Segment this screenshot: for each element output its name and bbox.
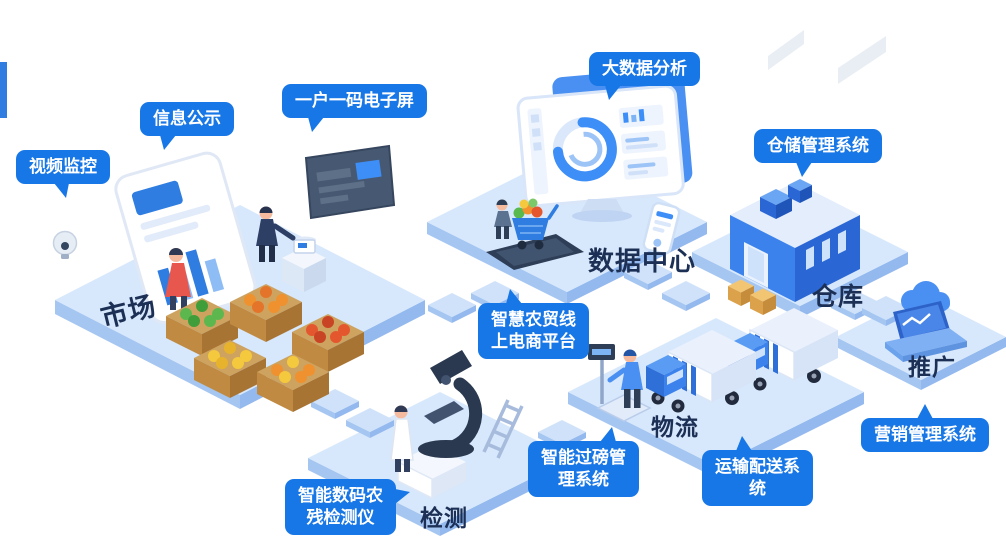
callout-marketing-mgmt-system: 营销管理系统 [861, 403, 989, 453]
truck-left [646, 330, 756, 413]
platform-label-warehouse: 仓库 [812, 283, 865, 311]
connector-stones [311, 260, 910, 450]
callout-info-disclosure: 信息公示 [140, 102, 234, 151]
produce-crates [166, 284, 364, 412]
ecommerce-cart [486, 198, 584, 270]
callout-household-code-screen: 一户一码电子屏 [282, 84, 427, 133]
warehouse-building [728, 179, 860, 315]
camera-dome [52, 230, 78, 259]
callout-weighing-mgmt-system: 智能过磅管理系统 [528, 426, 639, 498]
datacenter-tablet [642, 201, 681, 255]
ladder [482, 399, 524, 459]
callout-transport-delivery-system: 运输配送系统 [702, 435, 813, 507]
platform-label-datacenter: 数据中心 [588, 246, 697, 276]
left-edge-accent [0, 62, 7, 118]
datacenter-monitor [516, 67, 693, 208]
callout-warehouse-mgmt-system: 仓储管理系统 [754, 129, 882, 178]
warehouse-boxes [728, 279, 776, 315]
electronic-screen [304, 144, 396, 220]
market-vendor-scale [256, 206, 326, 292]
lab-technician [390, 405, 414, 472]
monitor-stand [580, 199, 624, 213]
callout-ecommerce-platform: 智慧农贸线上电商平台 [478, 288, 589, 360]
callout-video-surveillance: 视频监控 [16, 150, 110, 199]
callout-big-data-analysis: 大数据分析 [589, 52, 700, 101]
promotion-laptop-cloud [885, 281, 967, 362]
market-shopper [165, 248, 191, 310]
platform-label-logistics: 物流 [651, 414, 699, 440]
microscope [418, 350, 482, 458]
platform-label-promotion: 推广 [908, 354, 956, 380]
platform-label-detection: 检测 [420, 505, 468, 531]
weighing-station [588, 344, 652, 422]
callout-pesticide-detector: 智能数码农残检测仪 [285, 479, 410, 536]
deco-arrows [768, 30, 886, 84]
monitor-base [572, 210, 632, 222]
